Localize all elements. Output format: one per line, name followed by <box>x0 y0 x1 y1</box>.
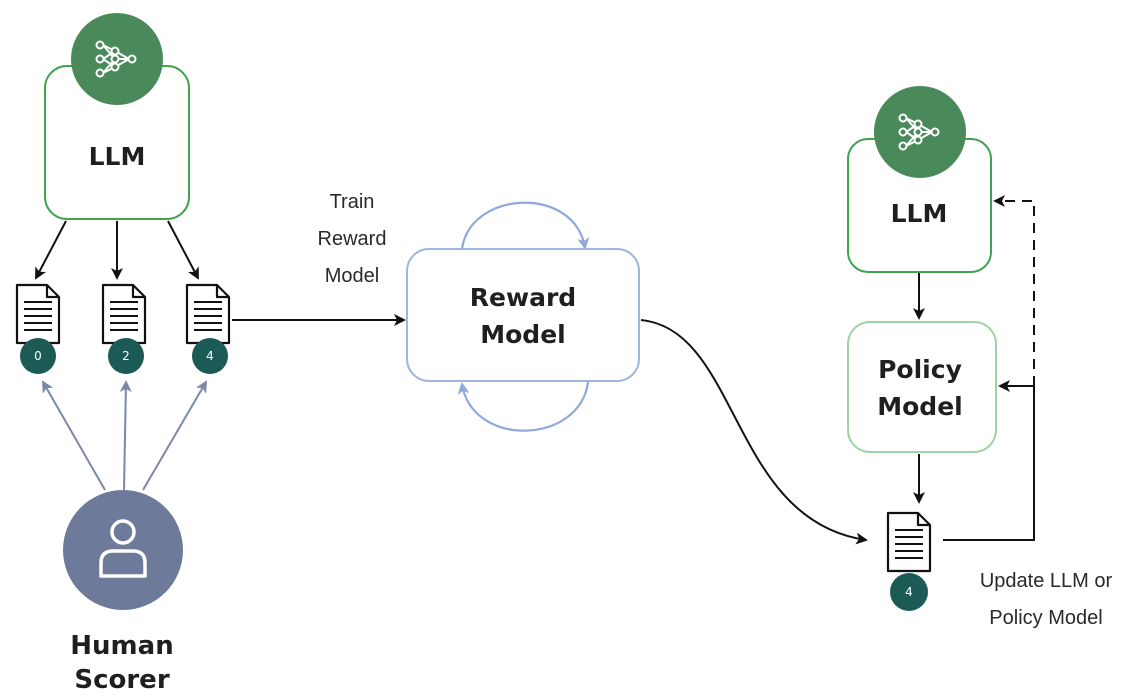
arrow-update-policy <box>943 380 1035 541</box>
arrow-llm-to-doc-1 <box>35 220 67 280</box>
arrow-human-to-doc-2 <box>119 380 132 491</box>
score-badge-2 <box>108 338 144 374</box>
user-icon <box>99 519 147 578</box>
human-scorer-label-line2: Scorer <box>74 665 169 695</box>
update-label-line1: Update LLM or <box>980 570 1113 592</box>
score-badge-1-text: 0 <box>34 349 42 363</box>
train-label-line1: Train <box>330 191 375 213</box>
score-badge-1 <box>20 338 56 374</box>
train-label-line2: Reward <box>318 228 387 250</box>
output-score-badge <box>890 573 928 611</box>
document-icon <box>185 283 231 345</box>
arrow-update-llm-dashed <box>993 195 1035 386</box>
score-badge-2-text: 2 <box>122 349 130 363</box>
reward-model-box <box>406 248 640 382</box>
score-badge-3 <box>192 338 228 374</box>
update-label-line2: Policy Model <box>989 607 1102 629</box>
policy-model-box <box>847 321 997 453</box>
llm-left-label: LLM <box>89 142 146 171</box>
document-icon <box>15 283 61 345</box>
document-icon <box>886 511 932 573</box>
arrow-human-to-doc-1 <box>42 380 106 491</box>
llm-right-label: LLM <box>891 199 948 228</box>
reward-loop-bottom <box>457 381 590 432</box>
train-label-line3: Model <box>325 265 379 287</box>
policy-model-label-line2: Model <box>877 392 962 421</box>
reward-model-label-line1: Reward <box>470 283 576 312</box>
reward-loop-top <box>460 201 590 250</box>
policy-model-label-line1: Policy <box>878 355 962 384</box>
score-badge-3-text: 4 <box>206 349 214 363</box>
human-scorer-label-line1: Human <box>70 631 173 661</box>
arrow-llm-to-doc-3 <box>167 220 199 280</box>
arrow-reward-to-output <box>640 319 868 545</box>
document-icon <box>101 283 147 345</box>
output-score-badge-text: 4 <box>905 585 913 599</box>
arrow-human-to-doc-3 <box>142 380 208 491</box>
reward-model-label-line2: Model <box>480 320 565 349</box>
